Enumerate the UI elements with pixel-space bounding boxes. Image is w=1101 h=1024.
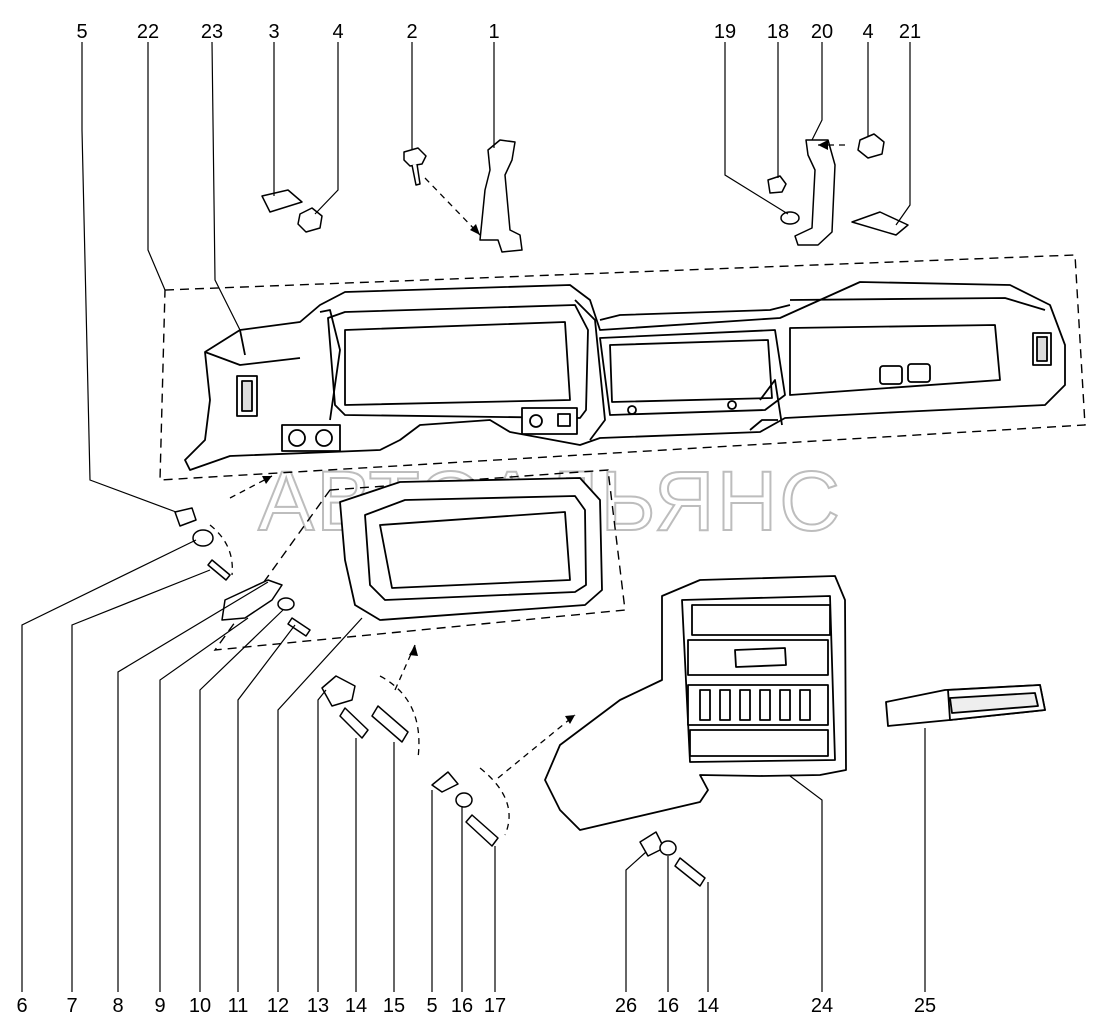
assembly-arrows — [209, 144, 845, 836]
callout-17: 17 — [484, 995, 506, 1017]
callout-24: 24 — [811, 995, 833, 1017]
leader-lines-top — [81, 41, 911, 513]
nut-4-right — [857, 133, 885, 159]
top-parts — [261, 133, 909, 253]
callout-15: 15 — [383, 995, 405, 1017]
plate-21 — [851, 211, 909, 236]
callout-5: 5 — [76, 21, 87, 43]
callout-1: 1 — [488, 21, 499, 43]
callouts-top: 5 22 23 3 4 2 1 19 18 20 4 21 — [76, 21, 921, 43]
washer-16-right — [659, 840, 677, 856]
callout-25: 25 — [914, 995, 936, 1017]
callout-5-bottom: 5 — [426, 995, 437, 1017]
callout-22: 22 — [137, 21, 159, 43]
arrowhead-4 — [409, 645, 418, 656]
callout-20: 20 — [811, 21, 833, 43]
callout-4-right: 4 — [862, 21, 873, 43]
bracket-20 — [794, 139, 836, 246]
washer-10 — [277, 597, 295, 611]
callout-2: 2 — [406, 21, 417, 43]
callout-10: 10 — [189, 995, 211, 1017]
callout-9: 9 — [154, 995, 165, 1017]
leader-lines-bottom — [21, 539, 926, 992]
callout-19: 19 — [714, 21, 736, 43]
center-console — [544, 575, 847, 831]
callout-18: 18 — [767, 21, 789, 43]
arrowhead-1 — [470, 224, 480, 235]
clip-13 — [321, 675, 356, 707]
washer-6 — [192, 529, 214, 547]
bracket-1 — [479, 139, 523, 253]
arc-left — [209, 524, 233, 576]
arrow-to-trim-frame — [394, 644, 416, 691]
screw-17 — [465, 814, 499, 847]
washer-19 — [780, 211, 800, 225]
trim-frame-assembly — [213, 469, 626, 651]
screw-7 — [207, 559, 231, 581]
left-fasteners — [174, 507, 311, 637]
callout-6: 6 — [16, 995, 27, 1017]
callout-3: 3 — [268, 21, 279, 43]
callout-26: 26 — [615, 995, 637, 1017]
callout-23: 23 — [201, 21, 223, 43]
callout-8: 8 — [112, 995, 123, 1017]
callout-4: 4 — [332, 21, 343, 43]
nut-4-left — [297, 207, 323, 233]
arc-middle — [379, 675, 420, 759]
assembly-frames — [159, 254, 1086, 651]
screw-14-right — [674, 857, 706, 887]
screw-18 — [767, 175, 787, 194]
arc-middle-lower — [479, 767, 510, 836]
middle-fasteners — [321, 675, 499, 847]
screw-15 — [371, 705, 409, 743]
clip-5-left — [174, 507, 197, 527]
arrowhead-2 — [818, 140, 828, 150]
bracket-9 — [221, 579, 283, 621]
callout-12: 12 — [267, 995, 289, 1017]
arrow-to-dashboard — [229, 475, 273, 499]
dashboard-panel — [184, 281, 1066, 471]
bolt-2 — [403, 147, 427, 167]
right-fasteners — [639, 831, 706, 887]
bolt-2-shank — [411, 163, 421, 186]
dashboard-assembly-frame — [159, 254, 1086, 481]
callout-7: 7 — [66, 995, 77, 1017]
screw-14-middle — [339, 707, 369, 739]
arrowhead-3 — [262, 476, 272, 484]
callout-21: 21 — [899, 21, 921, 43]
callouts-bottom: 6 7 8 9 10 11 12 13 14 15 5 16 17 26 16 … — [16, 995, 936, 1017]
washer-16-middle — [455, 792, 473, 808]
callout-14-middle: 14 — [345, 995, 367, 1017]
instrument-trim-frame — [339, 477, 603, 621]
arrowhead-5 — [565, 715, 575, 724]
clip-26 — [639, 831, 665, 857]
clip-5-middle — [431, 771, 459, 793]
bracket-plate-3 — [261, 189, 303, 213]
callout-14-right: 14 — [697, 995, 719, 1017]
arrow-heads — [262, 140, 828, 724]
storage-tray — [885, 684, 1046, 727]
arrow-to-console — [497, 714, 576, 779]
callout-16-right: 16 — [657, 995, 679, 1017]
callout-11: 11 — [228, 995, 249, 1017]
callout-13: 13 — [307, 995, 329, 1017]
callout-16-middle: 16 — [451, 995, 473, 1017]
arrow-bolt-to-bracket — [424, 177, 481, 236]
screw-11 — [287, 617, 311, 637]
